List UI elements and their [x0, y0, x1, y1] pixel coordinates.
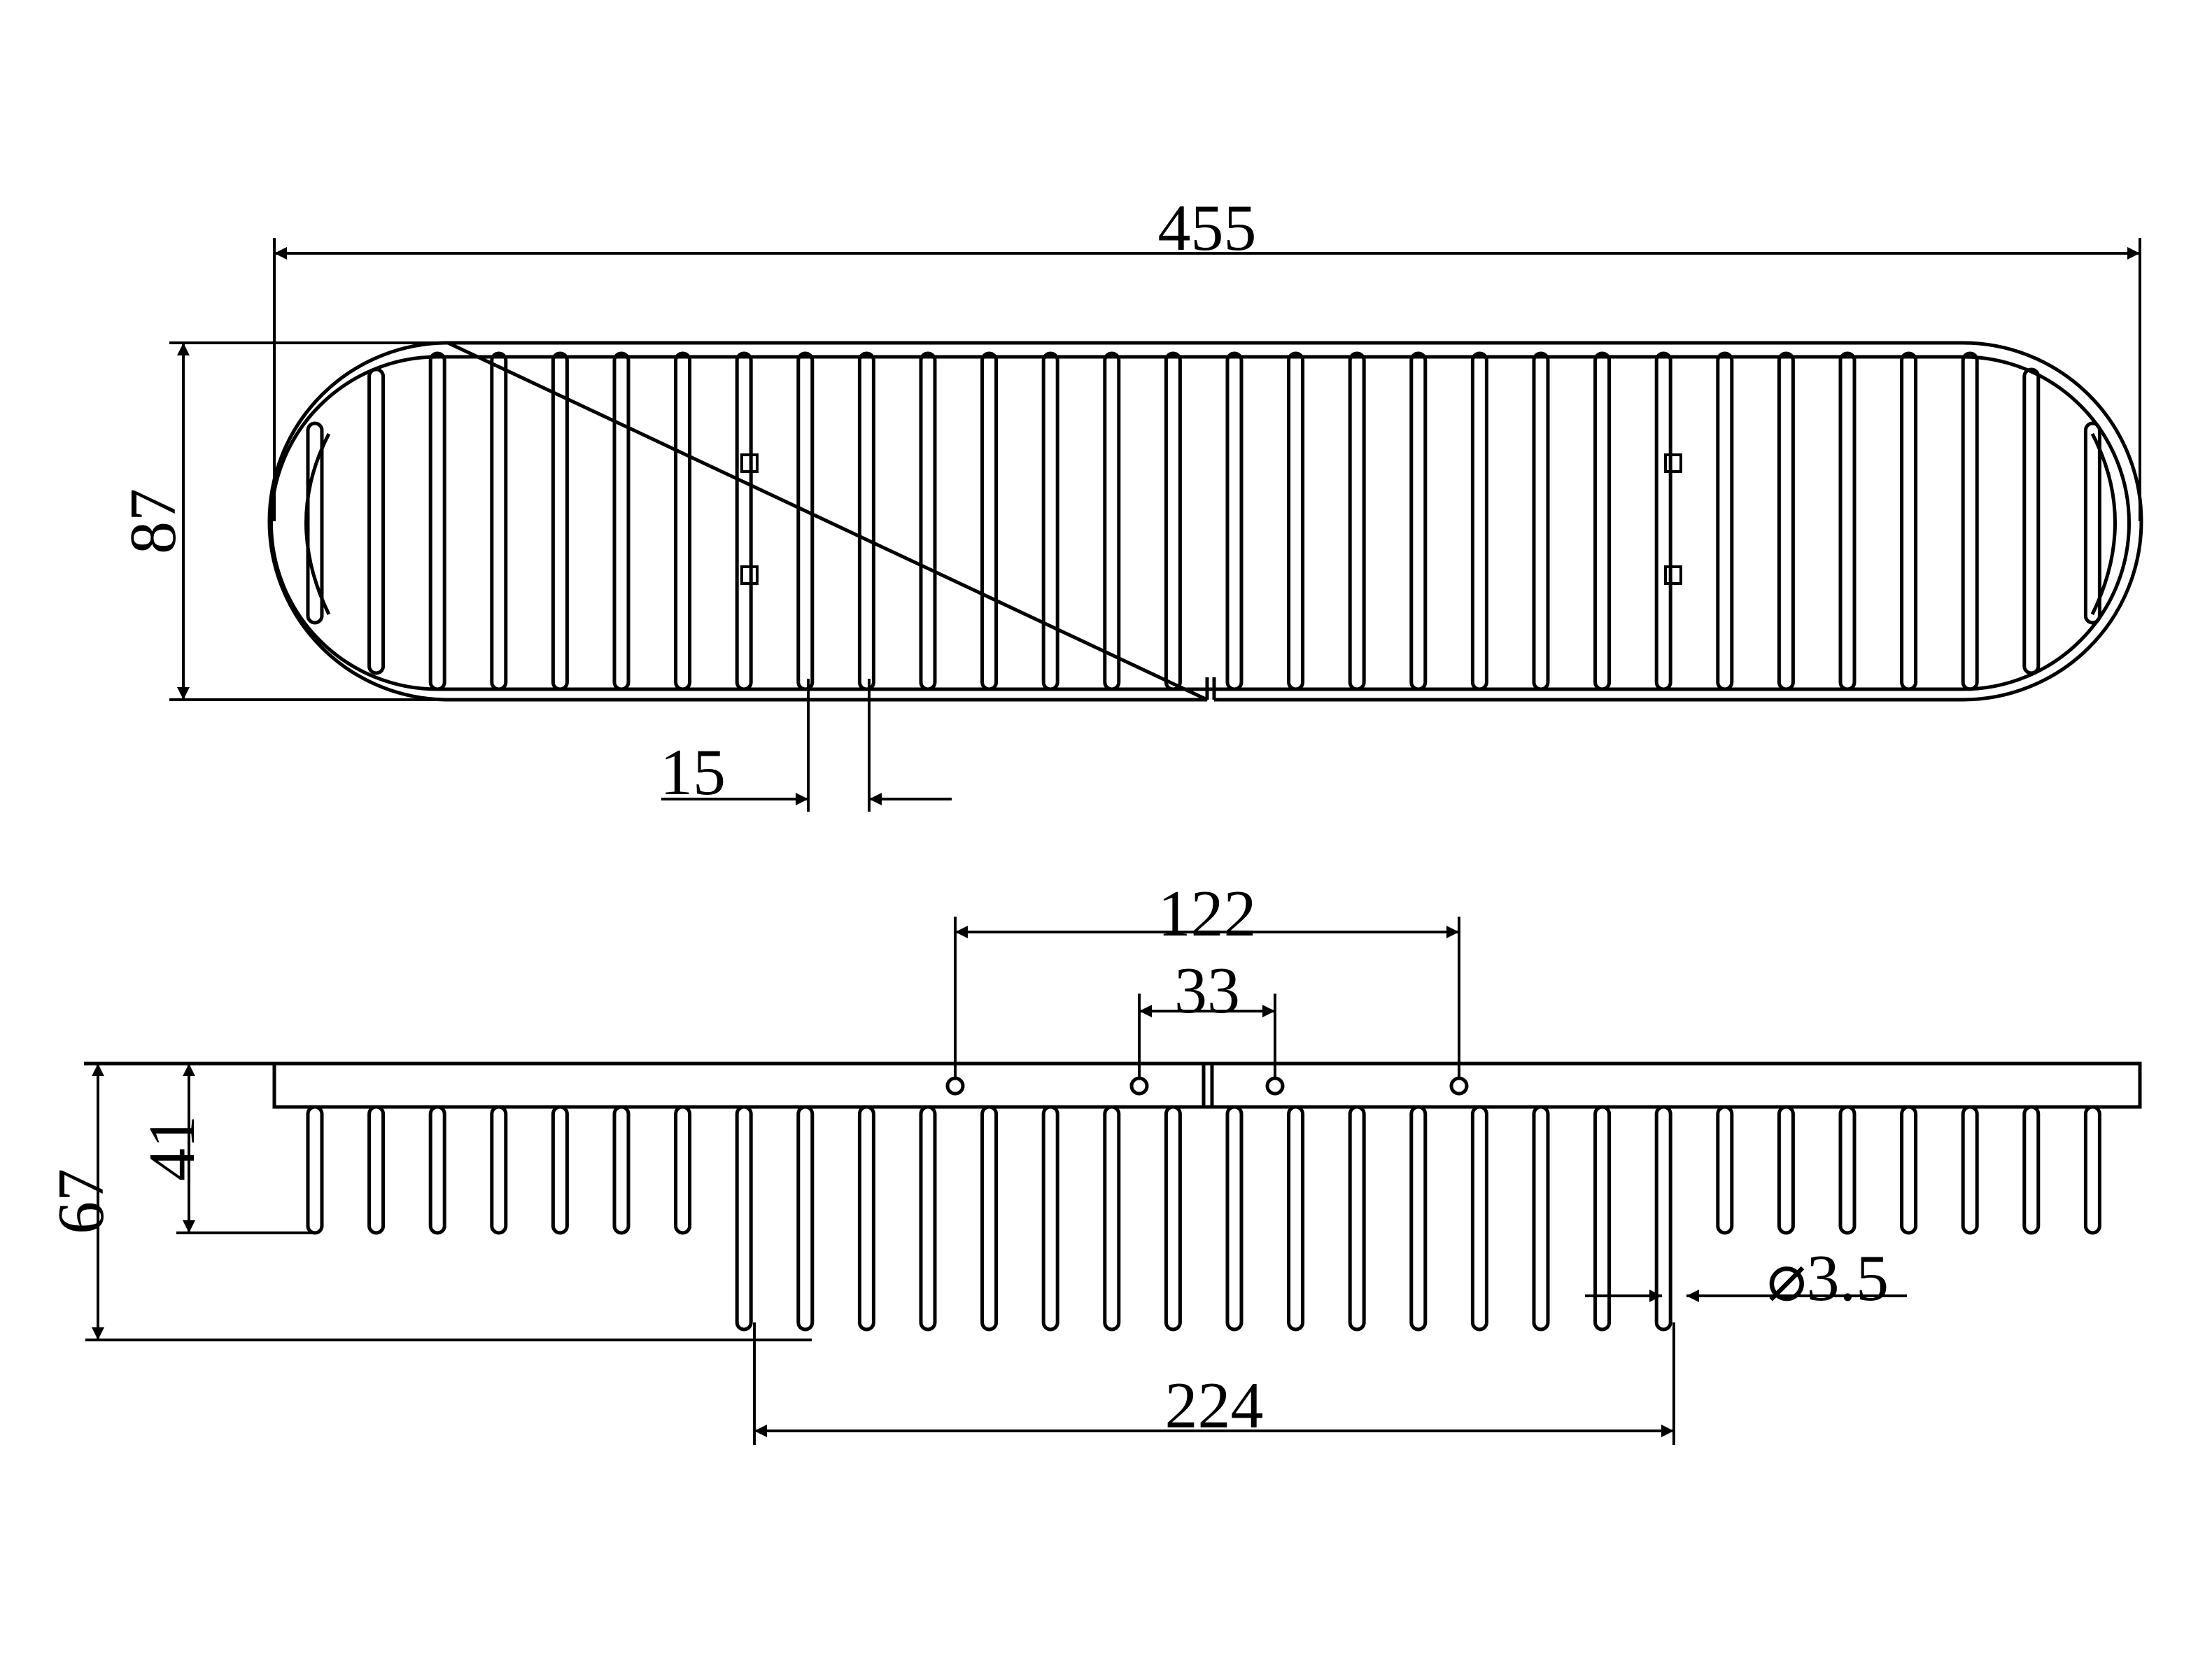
short-wire	[1838, 1105, 1857, 1235]
short-wire	[490, 1105, 508, 1235]
top-wire	[1838, 351, 1857, 691]
long-wire	[1225, 1105, 1244, 1332]
short-wire	[428, 1105, 446, 1235]
top-wire	[735, 351, 753, 691]
top-wire	[1961, 351, 1979, 691]
label-total-height: 67	[45, 1169, 118, 1234]
short-wire	[2083, 1105, 2101, 1235]
top-wire	[1532, 351, 1550, 691]
label-wire-diameter: ⌀3.5	[1767, 1242, 1889, 1315]
long-wire	[735, 1105, 753, 1332]
top-wire	[1103, 351, 1121, 691]
basket-outer-rim	[267, 341, 2143, 702]
long-wire	[980, 1105, 999, 1332]
cross-supports	[740, 453, 1682, 585]
top-wire	[1593, 351, 1612, 691]
top-wire	[674, 351, 692, 691]
short-wire	[674, 1105, 692, 1235]
basket-inner-rim	[269, 355, 2131, 691]
top-view-dimensions	[169, 238, 2141, 812]
long-wire	[857, 1105, 875, 1332]
mount-hole-3	[1265, 1076, 1285, 1096]
long-wire	[1348, 1105, 1366, 1332]
top-view-labels: 455 87 15	[117, 192, 1257, 809]
top-wire	[612, 351, 630, 691]
short-wire	[1900, 1105, 1918, 1235]
side-wires	[306, 1105, 2101, 1332]
label-short-wire-height: 41	[136, 1115, 209, 1181]
top-wire	[1164, 351, 1182, 691]
top-wire	[1287, 351, 1305, 691]
top-wire	[919, 351, 937, 691]
top-wire	[428, 351, 446, 691]
long-wire	[1593, 1105, 1612, 1332]
long-wire	[1103, 1105, 1121, 1332]
top-wire	[551, 351, 569, 691]
long-wire	[1654, 1105, 1672, 1332]
top-wire	[980, 351, 999, 691]
top-wires	[306, 351, 2101, 691]
rim-gap	[1205, 677, 1216, 700]
short-wire	[1716, 1105, 1734, 1235]
right-end-cap	[2090, 432, 2117, 616]
label-hole-spacing-outer: 122	[1158, 877, 1257, 950]
long-wire	[1041, 1105, 1059, 1332]
side-view	[84, 1061, 2142, 1332]
rail-joint	[1202, 1064, 1214, 1107]
top-wire	[1225, 351, 1244, 691]
top-wire	[2022, 367, 2041, 675]
short-wire	[1777, 1105, 1795, 1235]
rail-bar	[272, 1061, 2142, 1109]
top-view	[267, 341, 2143, 702]
mount-hole-4	[1449, 1076, 1469, 1096]
side-view-dimensions	[85, 917, 1907, 1445]
mount-hole-1	[945, 1076, 965, 1096]
short-wire	[306, 1105, 324, 1235]
short-wire	[2022, 1105, 2041, 1235]
top-wire	[1409, 351, 1428, 691]
top-wire	[796, 351, 815, 691]
top-wire	[1777, 351, 1795, 691]
long-wire	[1409, 1105, 1428, 1332]
label-wire-pitch: 15	[660, 736, 726, 809]
label-overall-length: 455	[1158, 192, 1257, 264]
top-wire	[1041, 351, 1059, 691]
top-wire	[1348, 351, 1366, 691]
top-wire	[367, 367, 386, 675]
side-view-labels: 122 33 41 67 ⌀3.5 224	[45, 877, 1889, 1442]
top-wire	[490, 351, 508, 691]
top-wire	[306, 421, 324, 625]
top-wire	[857, 351, 875, 691]
short-wire	[551, 1105, 569, 1235]
short-wire	[367, 1105, 386, 1235]
short-wire	[1961, 1105, 1979, 1235]
long-wire	[1470, 1105, 1488, 1332]
long-wire	[1532, 1105, 1550, 1332]
long-wire	[1164, 1105, 1182, 1332]
top-wire	[1716, 351, 1734, 691]
top-wire	[1900, 351, 1918, 691]
label-overall-depth: 87	[117, 488, 190, 554]
label-long-wire-span: 224	[1165, 1369, 1264, 1442]
mount-hole-2	[1129, 1076, 1149, 1096]
long-wire	[1287, 1105, 1305, 1332]
top-wire	[1654, 351, 1672, 691]
top-wire	[2083, 421, 2101, 625]
top-wire	[1470, 351, 1488, 691]
long-wire	[919, 1105, 937, 1332]
long-wire	[796, 1105, 815, 1332]
short-wire	[612, 1105, 630, 1235]
label-hole-spacing-inner: 33	[1174, 954, 1240, 1027]
